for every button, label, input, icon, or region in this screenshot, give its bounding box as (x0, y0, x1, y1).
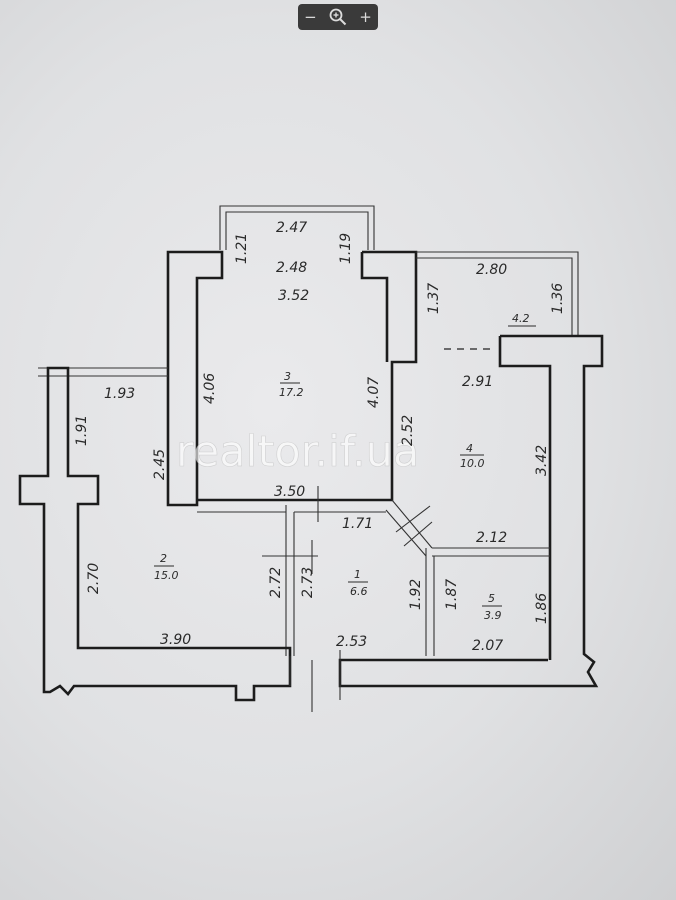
room-number: 3 (284, 370, 291, 383)
room-area: 3.9 (484, 609, 502, 622)
walls (18, 205, 604, 712)
wall-room3-right (197, 250, 418, 502)
dim-left-balcony-depth: 1.91 (74, 415, 90, 446)
wall-right-inner (498, 336, 552, 660)
dim-hall-bottom: 2.53 (336, 634, 367, 650)
dim-room3-top-width: 2.48 (276, 260, 307, 276)
dim-room5-right-depth: 1.86 (534, 593, 550, 624)
room-area: 6.6 (350, 585, 368, 598)
dim-balcony2-width: 2.80 (476, 262, 507, 278)
dim-hall-right-depth: 1.92 (408, 579, 424, 610)
room-label-4: 4 10.0 (460, 442, 485, 470)
dim-room2-right-depth: 2.72 (268, 567, 284, 598)
dim-balcony-right-depth: 1.19 (338, 233, 354, 264)
door-mark-hall (262, 540, 318, 574)
room-label-balcony: 4.2 (508, 312, 536, 327)
dim-room5-top: 2.12 (476, 530, 507, 546)
room-label-1: 1 6.6 (348, 568, 368, 598)
wall-room3-left (166, 250, 224, 507)
room-area: 10.0 (460, 457, 485, 470)
room-area: 17.2 (279, 386, 304, 399)
zoom-in-button[interactable]: + (359, 8, 372, 26)
room-label-2: 2 15.0 (154, 552, 179, 582)
room-number: 5 (488, 592, 495, 605)
balcony-right-railing-inner (416, 257, 573, 336)
dim-room2-side: 2.45 (152, 449, 168, 480)
room-label-3: 3 17.2 (279, 370, 304, 399)
dim-balcony2-right-depth: 1.36 (550, 283, 566, 314)
room-number: 2 (160, 552, 167, 565)
dim-room2-width: 3.90 (160, 632, 191, 648)
dim-room5-left-depth: 1.87 (444, 579, 460, 610)
dim-room3-bottom: 3.50 (274, 484, 305, 500)
balcony-top-railing-inner (225, 211, 369, 250)
dim-room2-depth: 2.70 (86, 563, 102, 594)
dim-room4-depth: 3.42 (534, 445, 550, 476)
dimension-labels: 2.47 1.21 1.19 2.48 3.52 4.06 4.07 3.50 … (74, 220, 566, 654)
dim-room3-right-depth: 4.07 (366, 377, 382, 408)
partition-room5-top (432, 547, 550, 557)
room-area: 4.2 (512, 312, 530, 325)
wall-room3-right-inner (360, 252, 389, 362)
dim-room4-diag: 2.52 (400, 415, 416, 446)
room-area: 15.0 (154, 569, 179, 582)
dim-balcony2-left-depth: 1.37 (426, 283, 442, 314)
dim-balcony-width: 2.47 (276, 220, 307, 236)
magnifier-zoom-icon[interactable] (329, 8, 347, 26)
dim-room4-width: 2.91 (462, 374, 493, 390)
dim-hall-top: 1.71 (342, 516, 373, 532)
dim-hall-depth: 2.73 (300, 567, 316, 598)
door-swing-mark (395, 505, 433, 547)
balcony-top-railing (219, 205, 375, 250)
partition-hall-left (285, 505, 295, 656)
dim-left-balcony-width: 1.93 (104, 386, 135, 402)
room-labels: 3 17.2 4 10.0 2 15.0 1 6.6 5 3.9 4.2 (154, 312, 536, 622)
room-number: 4 (466, 442, 473, 455)
watermark: realtor.if.ua (176, 427, 419, 477)
dim-room5-bottom: 2.07 (472, 638, 503, 654)
zoom-toolbar: − + (298, 4, 378, 30)
room-number: 1 (354, 568, 361, 581)
corridor-diagonal (385, 499, 433, 557)
room-label-5: 5 3.9 (482, 592, 502, 622)
balcony-right-railing (416, 251, 579, 336)
dim-balcony-left-depth: 1.21 (234, 233, 250, 264)
dim-room3-left-depth: 4.06 (202, 373, 218, 404)
entry-marks (311, 486, 341, 712)
dim-room3-width: 3.52 (278, 288, 309, 304)
wall-left (18, 366, 292, 702)
partition-room5-left (425, 548, 435, 656)
zoom-out-button[interactable]: − (304, 8, 317, 26)
